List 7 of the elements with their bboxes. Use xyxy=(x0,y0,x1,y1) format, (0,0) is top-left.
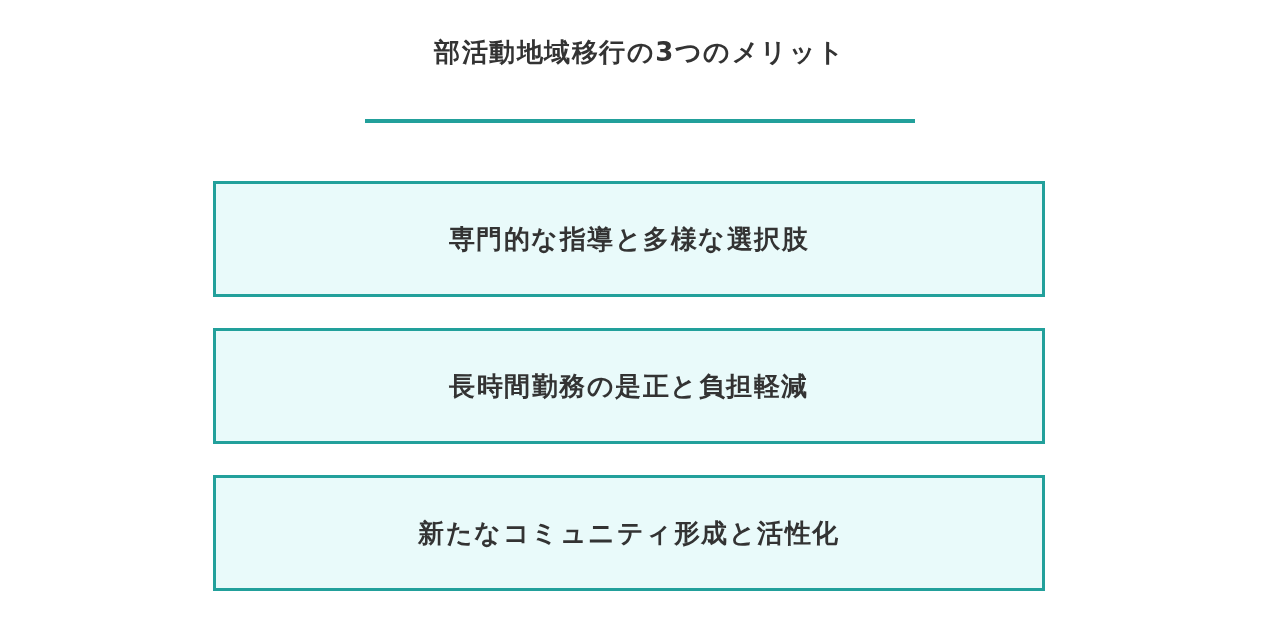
item-label: 専門的な指導と多様な選択肢 xyxy=(448,223,810,256)
item-box xyxy=(213,328,1045,444)
item-label: 長時間勤務の是正と負担軽減 xyxy=(449,370,809,403)
title: 部活動地域移行の3つのメリット xyxy=(434,36,846,69)
item-box xyxy=(213,475,1045,591)
item-label: 新たなコミュニティ形成と活性化 xyxy=(418,517,840,550)
item-box xyxy=(213,181,1045,297)
